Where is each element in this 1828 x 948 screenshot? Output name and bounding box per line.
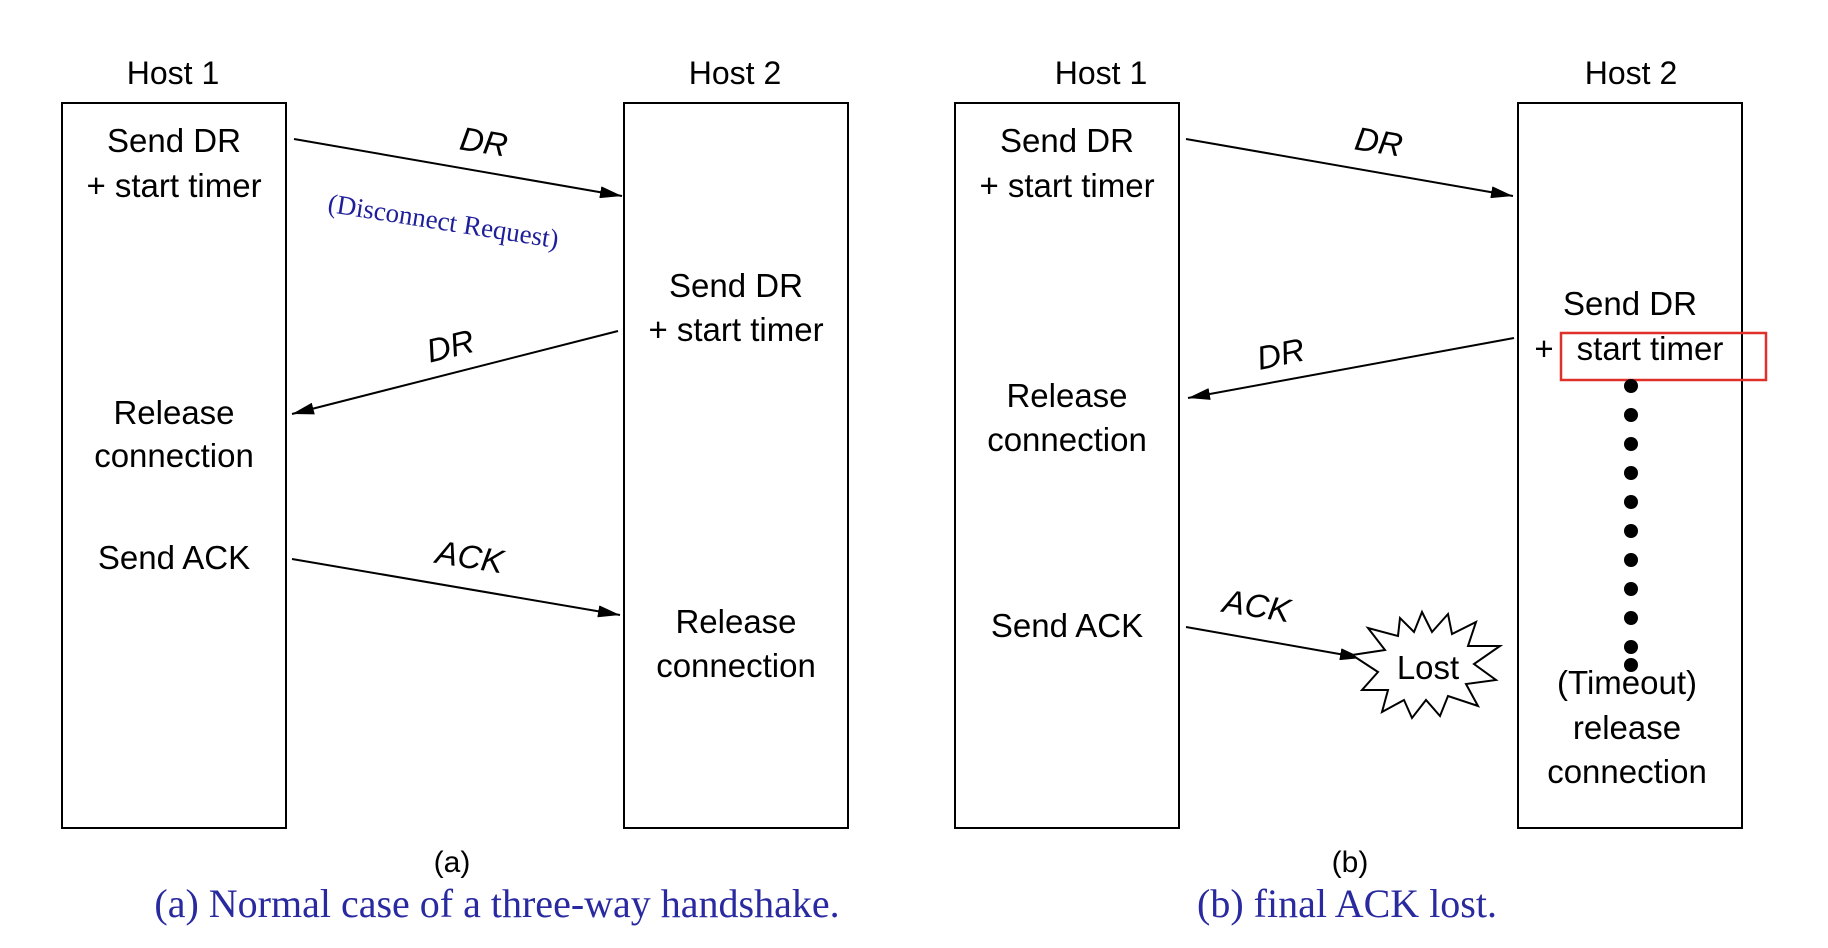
b-lost-label: Lost — [1397, 649, 1459, 686]
a-label-dr-2: DR — [423, 322, 478, 369]
b-host1-box — [954, 102, 1180, 829]
b-arrow-dr-1 — [1185, 138, 1514, 199]
b-h2-start-timer: start timer — [1577, 330, 1724, 367]
b-label-dr-1: DR — [1352, 120, 1405, 164]
b-label-ack: ACK — [1218, 582, 1295, 630]
a-caption: (a) Normal case of a three-way handshake… — [154, 881, 839, 926]
b-arrow-dr-2 — [1187, 337, 1515, 400]
a-host1-label: Host 1 — [127, 55, 219, 91]
a-label-ack: ACK — [431, 533, 508, 581]
a-h1-start-timer: + start timer — [86, 167, 261, 204]
a-h2-send-dr: Send DR — [669, 267, 803, 304]
a-h2-release: Release — [675, 603, 796, 640]
a-h1-send-ack: Send ACK — [98, 539, 250, 576]
b-timer-dots — [1624, 379, 1638, 672]
b-h1-send-ack: Send ACK — [991, 607, 1143, 644]
a-host2-box — [623, 102, 849, 829]
b-host2-label: Host 2 — [1585, 55, 1677, 91]
a-h1-connection: connection — [94, 437, 254, 474]
a-sub-label: (a) — [434, 846, 471, 879]
lost-burst-icon — [1349, 609, 1504, 720]
a-h1-send-dr: Send DR — [107, 122, 241, 159]
b-h2-send-dr: Send DR — [1563, 285, 1697, 322]
b-lost-burst: Lost — [1349, 609, 1504, 720]
a-arrow-ack — [291, 558, 621, 618]
a-arrow-dr-2 — [291, 330, 619, 415]
b-caption: (b) final ACK lost. — [1197, 881, 1497, 926]
b-h1-send-dr: Send DR — [1000, 122, 1134, 159]
a-label-dr-1: DR — [457, 120, 510, 164]
b-h2-connection: connection — [1547, 753, 1707, 790]
b-label-dr-2: DR — [1253, 331, 1307, 377]
b-host1-label: Host 1 — [1055, 55, 1147, 91]
b-h1-connection: connection — [987, 421, 1147, 458]
a-host1-box — [61, 102, 287, 829]
a-arrow-dr-1 — [293, 138, 623, 199]
b-start-timer-highlight — [1559, 331, 1768, 382]
b-h2-timeout: (Timeout) — [1557, 664, 1697, 701]
b-h1-release: Release — [1006, 377, 1127, 414]
diagram-b: Host 1 Host 2 Send DR + start timer Rele… — [954, 55, 1768, 926]
b-sub-label: (b) — [1332, 846, 1369, 879]
a-h2-connection: connection — [656, 647, 816, 684]
b-h1-start-timer: + start timer — [979, 167, 1154, 204]
b-h2-plus: + — [1534, 330, 1553, 367]
b-h2-release: release — [1573, 709, 1681, 746]
diagram-a: Host 1 Host 2 Send DR + start timer Rele… — [61, 55, 849, 926]
a-h2-start-timer: + start timer — [648, 311, 823, 348]
a-label-dr-note: (Disconnect Request) — [326, 188, 561, 254]
a-h1-release: Release — [113, 394, 234, 431]
a-host2-label: Host 2 — [689, 55, 781, 91]
b-host2-box — [1517, 102, 1743, 829]
b-arrow-ack — [1185, 626, 1363, 661]
